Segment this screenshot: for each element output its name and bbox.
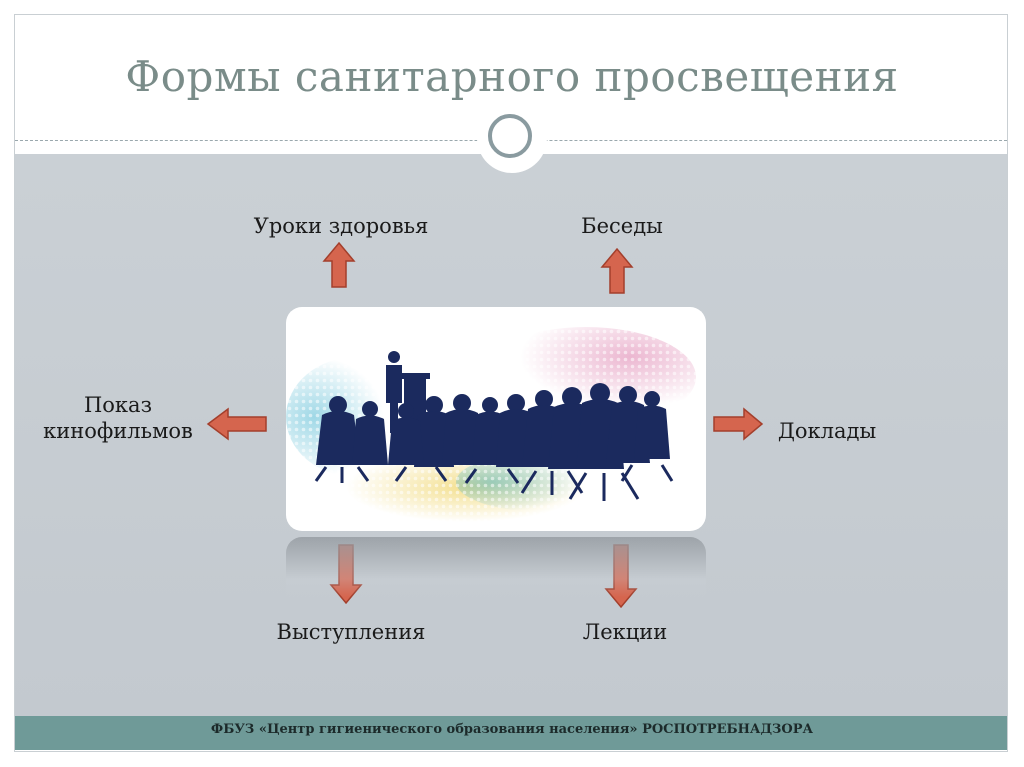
center-image-card — [286, 307, 706, 531]
arrow-up-icon-left — [322, 241, 356, 288]
node-bottom-left-label: Выступления — [276, 620, 426, 644]
node-left-label-line2: кинофильмов — [43, 419, 193, 443]
node-left: Показ кинофильмов — [28, 392, 208, 444]
divider-ring-icon — [488, 114, 532, 158]
node-top-left-label: Уроки здоровья — [253, 214, 429, 238]
arrow-up-icon-right — [600, 247, 634, 294]
node-bottom-right-label: Лекции — [582, 620, 668, 644]
node-top-right: Беседы — [552, 213, 692, 239]
audience-silhouette-image — [286, 307, 706, 531]
node-left-label-line1: Показ — [83, 393, 153, 417]
node-top-left: Уроки здоровья — [236, 213, 446, 239]
center-image-reflection — [286, 537, 706, 597]
footer-text: ФБУЗ «Центр гигиенического образования н… — [210, 722, 814, 737]
slide-frame — [14, 14, 1008, 752]
node-top-right-label: Беседы — [581, 214, 663, 238]
node-right-label: Доклады — [777, 419, 877, 443]
slide-title: Формы санитарного просвещения — [125, 52, 899, 101]
footer-bar — [15, 716, 1007, 750]
node-right: Доклады — [762, 418, 892, 444]
node-bottom-right: Лекции — [560, 619, 690, 645]
arrow-right-icon — [713, 407, 764, 441]
node-bottom-left: Выступления — [256, 619, 446, 645]
arrow-left-icon — [206, 407, 267, 441]
